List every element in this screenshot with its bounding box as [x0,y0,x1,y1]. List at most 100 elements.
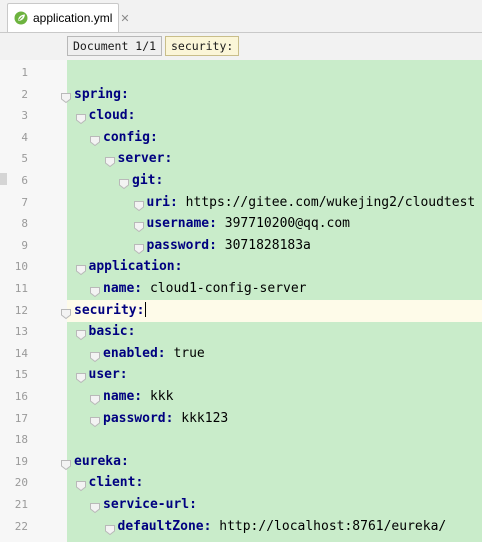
yaml-key: server: [117,151,173,167]
breadcrumb-document[interactable]: Document 1/1 [67,36,163,56]
code-cell[interactable]: name: kkk [67,386,482,408]
code-line[interactable]: 1 [0,62,482,84]
code-cell[interactable]: server: [67,148,482,170]
line-number: 9 [21,238,28,252]
gutter-cell: 15 [0,364,67,386]
fold-marker-icon[interactable] [133,197,145,211]
yaml-value: cloud1-config-server [149,281,307,296]
fold-marker-icon[interactable] [118,175,130,190]
code-text: service-url: [103,494,197,516]
yaml-key: spring: [74,86,129,102]
fold-marker-icon[interactable] [75,326,87,341]
code-cell[interactable]: uri: https://gitee.com/wukejing2/cloudte… [67,192,482,214]
code-cell[interactable]: defaultZone: http://localhost:8761/eurek… [67,516,482,538]
code-line[interactable]: 12 security: [0,299,482,322]
fold-marker-icon[interactable] [75,110,87,125]
yaml-key: git: [132,173,164,188]
tab-application-yml[interactable]: application.yml ✕ [7,3,130,32]
yaml-key: username: [146,216,217,232]
code-line[interactable]: 10 application: [0,256,482,278]
line-number: 8 [21,217,28,231]
code-cell[interactable]: eureka: [67,451,482,473]
code-cell[interactable]: name: cloud1-config-server [67,278,482,300]
code-line[interactable]: 4 config: [0,127,482,149]
fold-marker-icon[interactable] [75,369,87,384]
code-cell[interactable] [67,429,482,451]
code-cell[interactable]: basic: [67,321,482,343]
fold-marker-icon[interactable] [133,240,145,254]
code-cell[interactable]: security: [67,299,482,322]
fold-marker-icon[interactable] [89,132,101,146]
line-number: 13 [14,325,28,339]
fold-marker-icon[interactable] [75,477,87,492]
yaml-key: user: [88,367,128,383]
spring-leaf-icon [14,11,28,25]
code-cell[interactable]: service-url: [67,494,482,516]
fold-marker-icon[interactable] [89,413,101,427]
line-number: 1 [21,66,28,79]
line-number: 15 [14,368,28,382]
gutter-cell: 3 [0,105,67,127]
fold-marker-icon[interactable] [89,283,101,298]
code-cell[interactable]: spring: [67,84,482,106]
code-cell[interactable]: application: [67,256,482,278]
code-line[interactable]: 13 basic: [0,321,482,343]
close-icon[interactable]: ✕ [120,12,130,25]
fold-marker-icon[interactable] [60,89,72,103]
fold-marker-icon[interactable] [89,499,101,514]
fold-marker-icon[interactable] [60,305,72,319]
code-line[interactable]: 8 username: 397710200@qq.com [0,213,482,235]
code-cell[interactable]: password: 3071828183a [67,235,482,257]
code-text: defaultZone: http://localhost:8761/eurek… [118,516,447,538]
tab-label: application.yml [33,11,113,25]
code-cell[interactable]: config: [67,127,482,149]
fold-marker-icon[interactable] [89,391,101,406]
gutter-cell: 11 [0,278,67,300]
code-line[interactable]: 15 user: [0,364,482,386]
code-line[interactable]: 18 [0,429,482,451]
code-line[interactable]: 19 eureka: [0,451,482,473]
gutter-cell: 12 [0,299,67,322]
fold-marker-icon[interactable] [133,218,145,233]
code-text: basic: [89,321,136,343]
code-cell[interactable]: user: [67,364,482,386]
line-number: 19 [14,454,28,468]
code-cell[interactable]: username: 397710200@qq.com [67,213,482,235]
fold-marker-icon[interactable] [60,456,72,470]
code-text: security: [74,300,147,322]
yaml-key: eureka: [74,453,129,469]
code-line[interactable]: 9 password: 3071828183a [0,235,482,257]
code-cell[interactable]: cloud: [67,105,482,127]
fold-marker-icon[interactable] [104,153,116,168]
gutter-cell: 10 [0,256,67,278]
fold-marker-icon[interactable] [75,261,87,276]
line-number: 17 [14,411,28,425]
fold-marker-icon[interactable] [104,521,116,535]
gutter-cell: 13 [0,321,67,343]
code-line[interactable]: 17 password: kkk123 [0,408,482,430]
fold-marker-icon[interactable] [89,348,101,362]
line-number: 4 [21,130,28,144]
code-text: uri: https://gitee.com/wukejing2/cloudte… [147,192,476,214]
breadcrumb-security[interactable]: security: [165,36,240,56]
yaml-key: config: [103,129,158,145]
code-text: git: [132,170,163,192]
code-cell[interactable]: password: kkk123 [67,408,482,430]
code-cell[interactable]: enabled: true [67,343,482,365]
code-cell[interactable]: git: [67,170,482,192]
code-cell[interactable] [67,62,482,84]
code-cell[interactable]: client: [67,472,482,494]
line-number: 10 [14,260,28,274]
